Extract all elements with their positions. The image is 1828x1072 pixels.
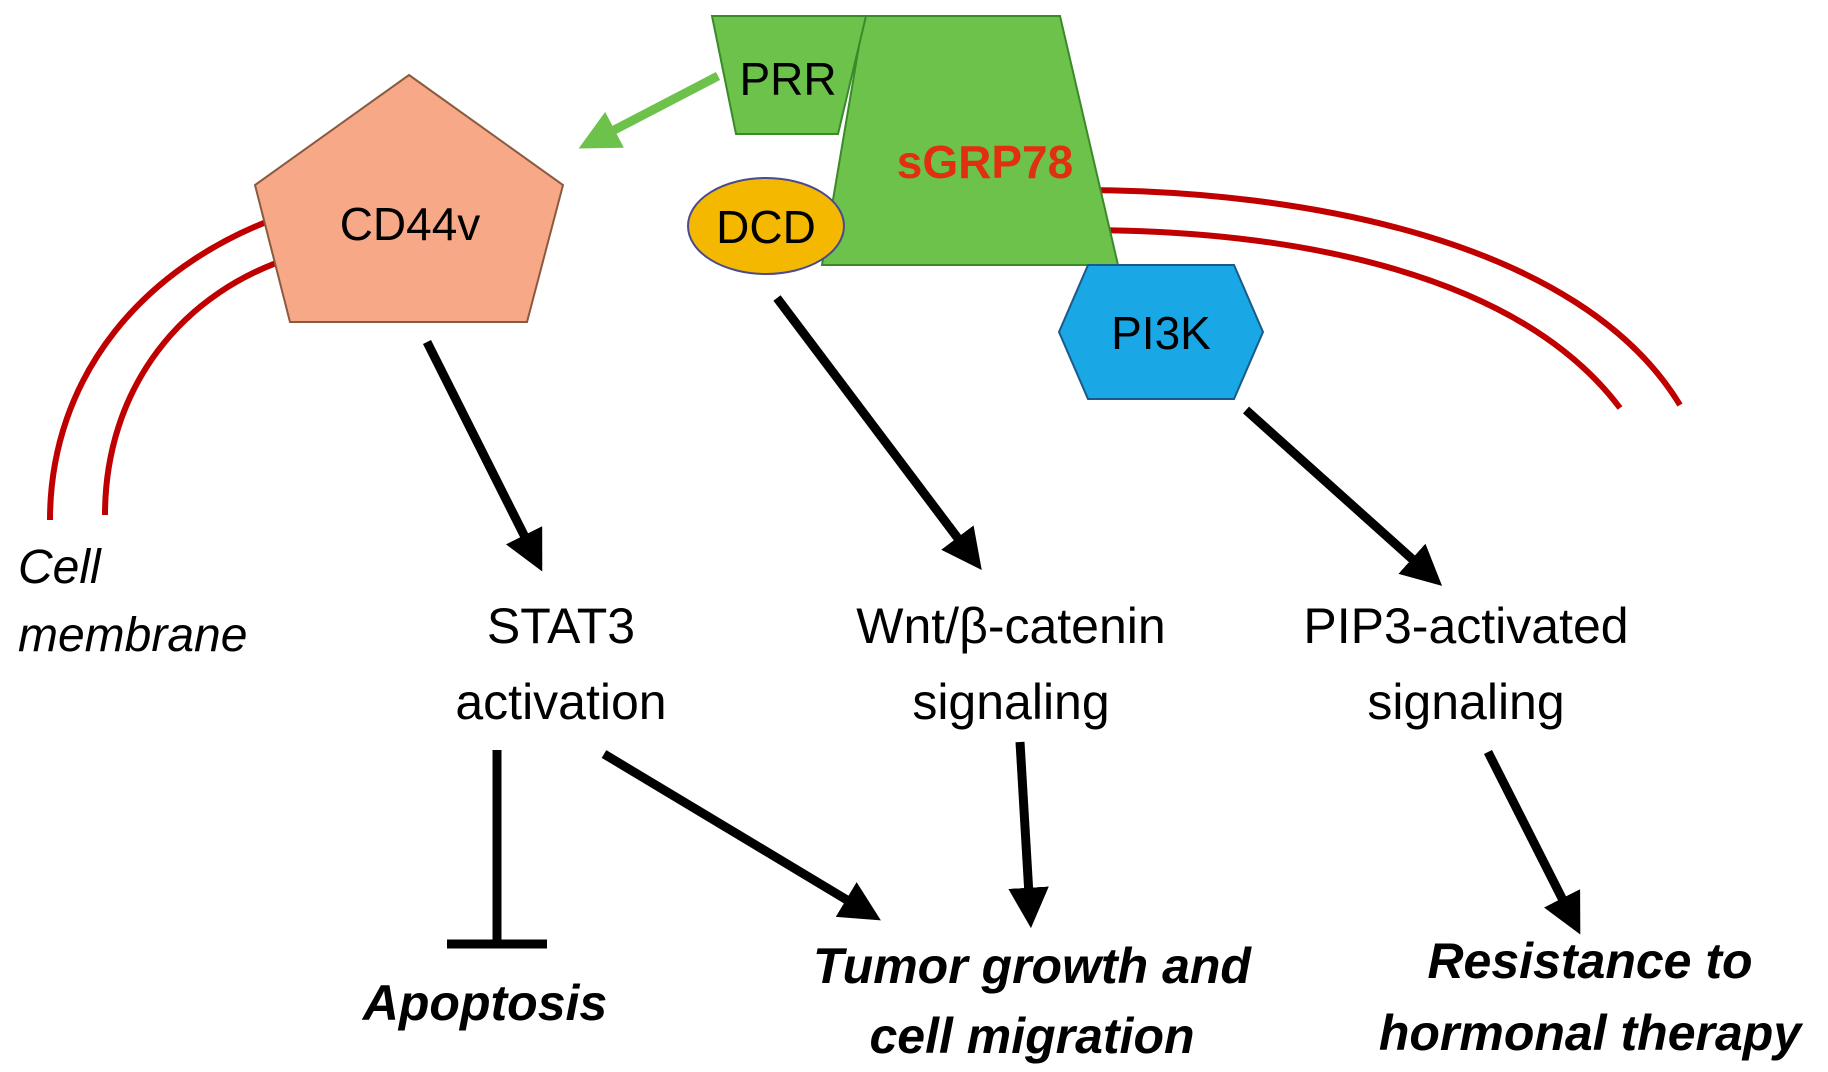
- stat3-inhibits-apoptosis: [447, 750, 547, 949]
- resistance-label-line2: hormonal therapy: [1379, 1005, 1803, 1061]
- pi3k-label: PI3K: [1111, 307, 1211, 359]
- dcd-node: DCD: [687, 177, 845, 275]
- stat3-to-tumor-arrow: [601, 750, 881, 921]
- resistance-label-line1: Resistance to: [1427, 933, 1752, 989]
- cd44v-node: CD44v: [253, 73, 565, 323]
- membrane-label-line2: membrane: [18, 609, 247, 662]
- membrane-label: Cell membrane: [18, 541, 247, 662]
- cell-membrane: [47, 187, 1683, 521]
- tumor-outcome: Tumor growth and cell migration: [813, 938, 1252, 1064]
- wnt-pathway: Wnt/β-catenin signaling: [856, 598, 1165, 730]
- pip3-label-line2: signaling: [1367, 674, 1564, 730]
- wnt-label-line1: Wnt/β-catenin: [856, 598, 1165, 654]
- pip3-pathway: PIP3-activated signaling: [1303, 598, 1628, 730]
- wnt-to-tumor-arrow: [1008, 741, 1049, 929]
- pip3-label-line1: PIP3-activated: [1303, 598, 1628, 654]
- sgrp78-label: sGRP78: [897, 136, 1073, 188]
- dcd-to-wnt-arrow: [773, 295, 982, 570]
- stat3-label-line2: activation: [455, 674, 666, 730]
- wnt-label-line2: signaling: [912, 674, 1109, 730]
- resistance-outcome: Resistance to hormonal therapy: [1379, 933, 1803, 1061]
- prr-shape: [710, 15, 868, 135]
- membrane-inner-line: [102, 227, 1623, 516]
- tumor-label-line1: Tumor growth and: [813, 938, 1252, 994]
- cd44v-to-stat3-arrow: [422, 339, 543, 572]
- pi3k-to-pip3-arrow: [1242, 406, 1443, 586]
- tumor-label-line2: cell migration: [869, 1008, 1194, 1064]
- prr-to-cd44v-arrow: [578, 72, 721, 149]
- prr-node: PRR: [710, 15, 868, 135]
- cd44v-label: CD44v: [340, 198, 481, 250]
- stat3-pathway: STAT3 activation: [455, 598, 666, 730]
- apoptosis-label: Apoptosis: [361, 975, 607, 1031]
- stat3-label-line1: STAT3: [487, 598, 635, 654]
- pi3k-node: PI3K: [1057, 264, 1265, 400]
- cd44v-shape: [253, 73, 565, 323]
- pi3k-shape: [1057, 264, 1265, 400]
- dcd-label: DCD: [716, 201, 816, 253]
- pip3-to-resistance-arrow: [1483, 749, 1581, 935]
- dcd-shape: [687, 177, 845, 275]
- arrows: [422, 295, 1581, 935]
- sgrp78-node: sGRP78: [820, 15, 1120, 266]
- membrane-outer-line: [47, 187, 1683, 521]
- prr-label: PRR: [739, 53, 836, 105]
- membrane-label-line1: Cell: [18, 541, 102, 594]
